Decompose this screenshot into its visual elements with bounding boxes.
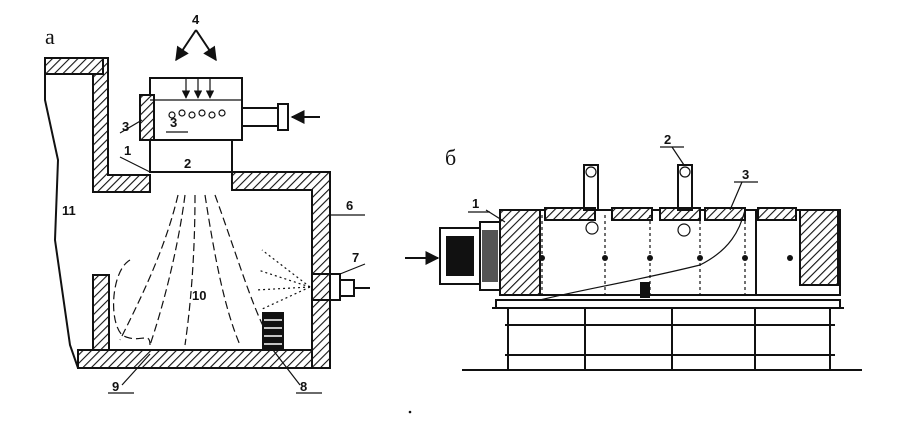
speck <box>408 410 412 414</box>
drum-body <box>499 207 841 301</box>
callout-6: 6 <box>346 198 353 213</box>
heater-element <box>262 312 284 350</box>
chamber-walls <box>44 57 331 369</box>
callout-4: 4 <box>192 12 200 27</box>
callout-3b: 3 <box>170 115 177 130</box>
support-frame <box>462 299 862 371</box>
spray-nozzle-assembly <box>139 77 289 173</box>
panel-b: б <box>405 132 862 371</box>
callout-11: 11 <box>62 203 76 218</box>
motor <box>405 221 501 291</box>
callout-b2: 2 <box>664 132 671 147</box>
arrow-down-icon <box>195 29 217 62</box>
callout-3: 3 <box>122 119 129 134</box>
suspension-hooks <box>583 164 693 237</box>
panel-b-leaders <box>468 146 758 223</box>
panel-a-label: а <box>45 24 55 49</box>
room-11-outline <box>44 58 79 369</box>
callout-9: 9 <box>112 379 119 394</box>
panel-a-leaders <box>108 119 366 394</box>
air-inlet-arrows <box>175 29 320 124</box>
callout-10: 10 <box>192 288 206 303</box>
callout-b1: 1 <box>472 196 479 211</box>
callout-8: 8 <box>300 379 307 394</box>
callout-b3: 3 <box>742 167 749 182</box>
callout-2: 2 <box>184 156 191 171</box>
rotor-points <box>539 255 793 261</box>
side-nozzle <box>255 249 370 311</box>
spray-plume <box>112 194 266 346</box>
panel-b-label: б <box>445 145 456 170</box>
callout-1: 1 <box>124 143 131 158</box>
arrow-down-icon <box>175 29 197 62</box>
panel-a: а <box>44 12 370 394</box>
callout-7: 7 <box>352 250 359 265</box>
